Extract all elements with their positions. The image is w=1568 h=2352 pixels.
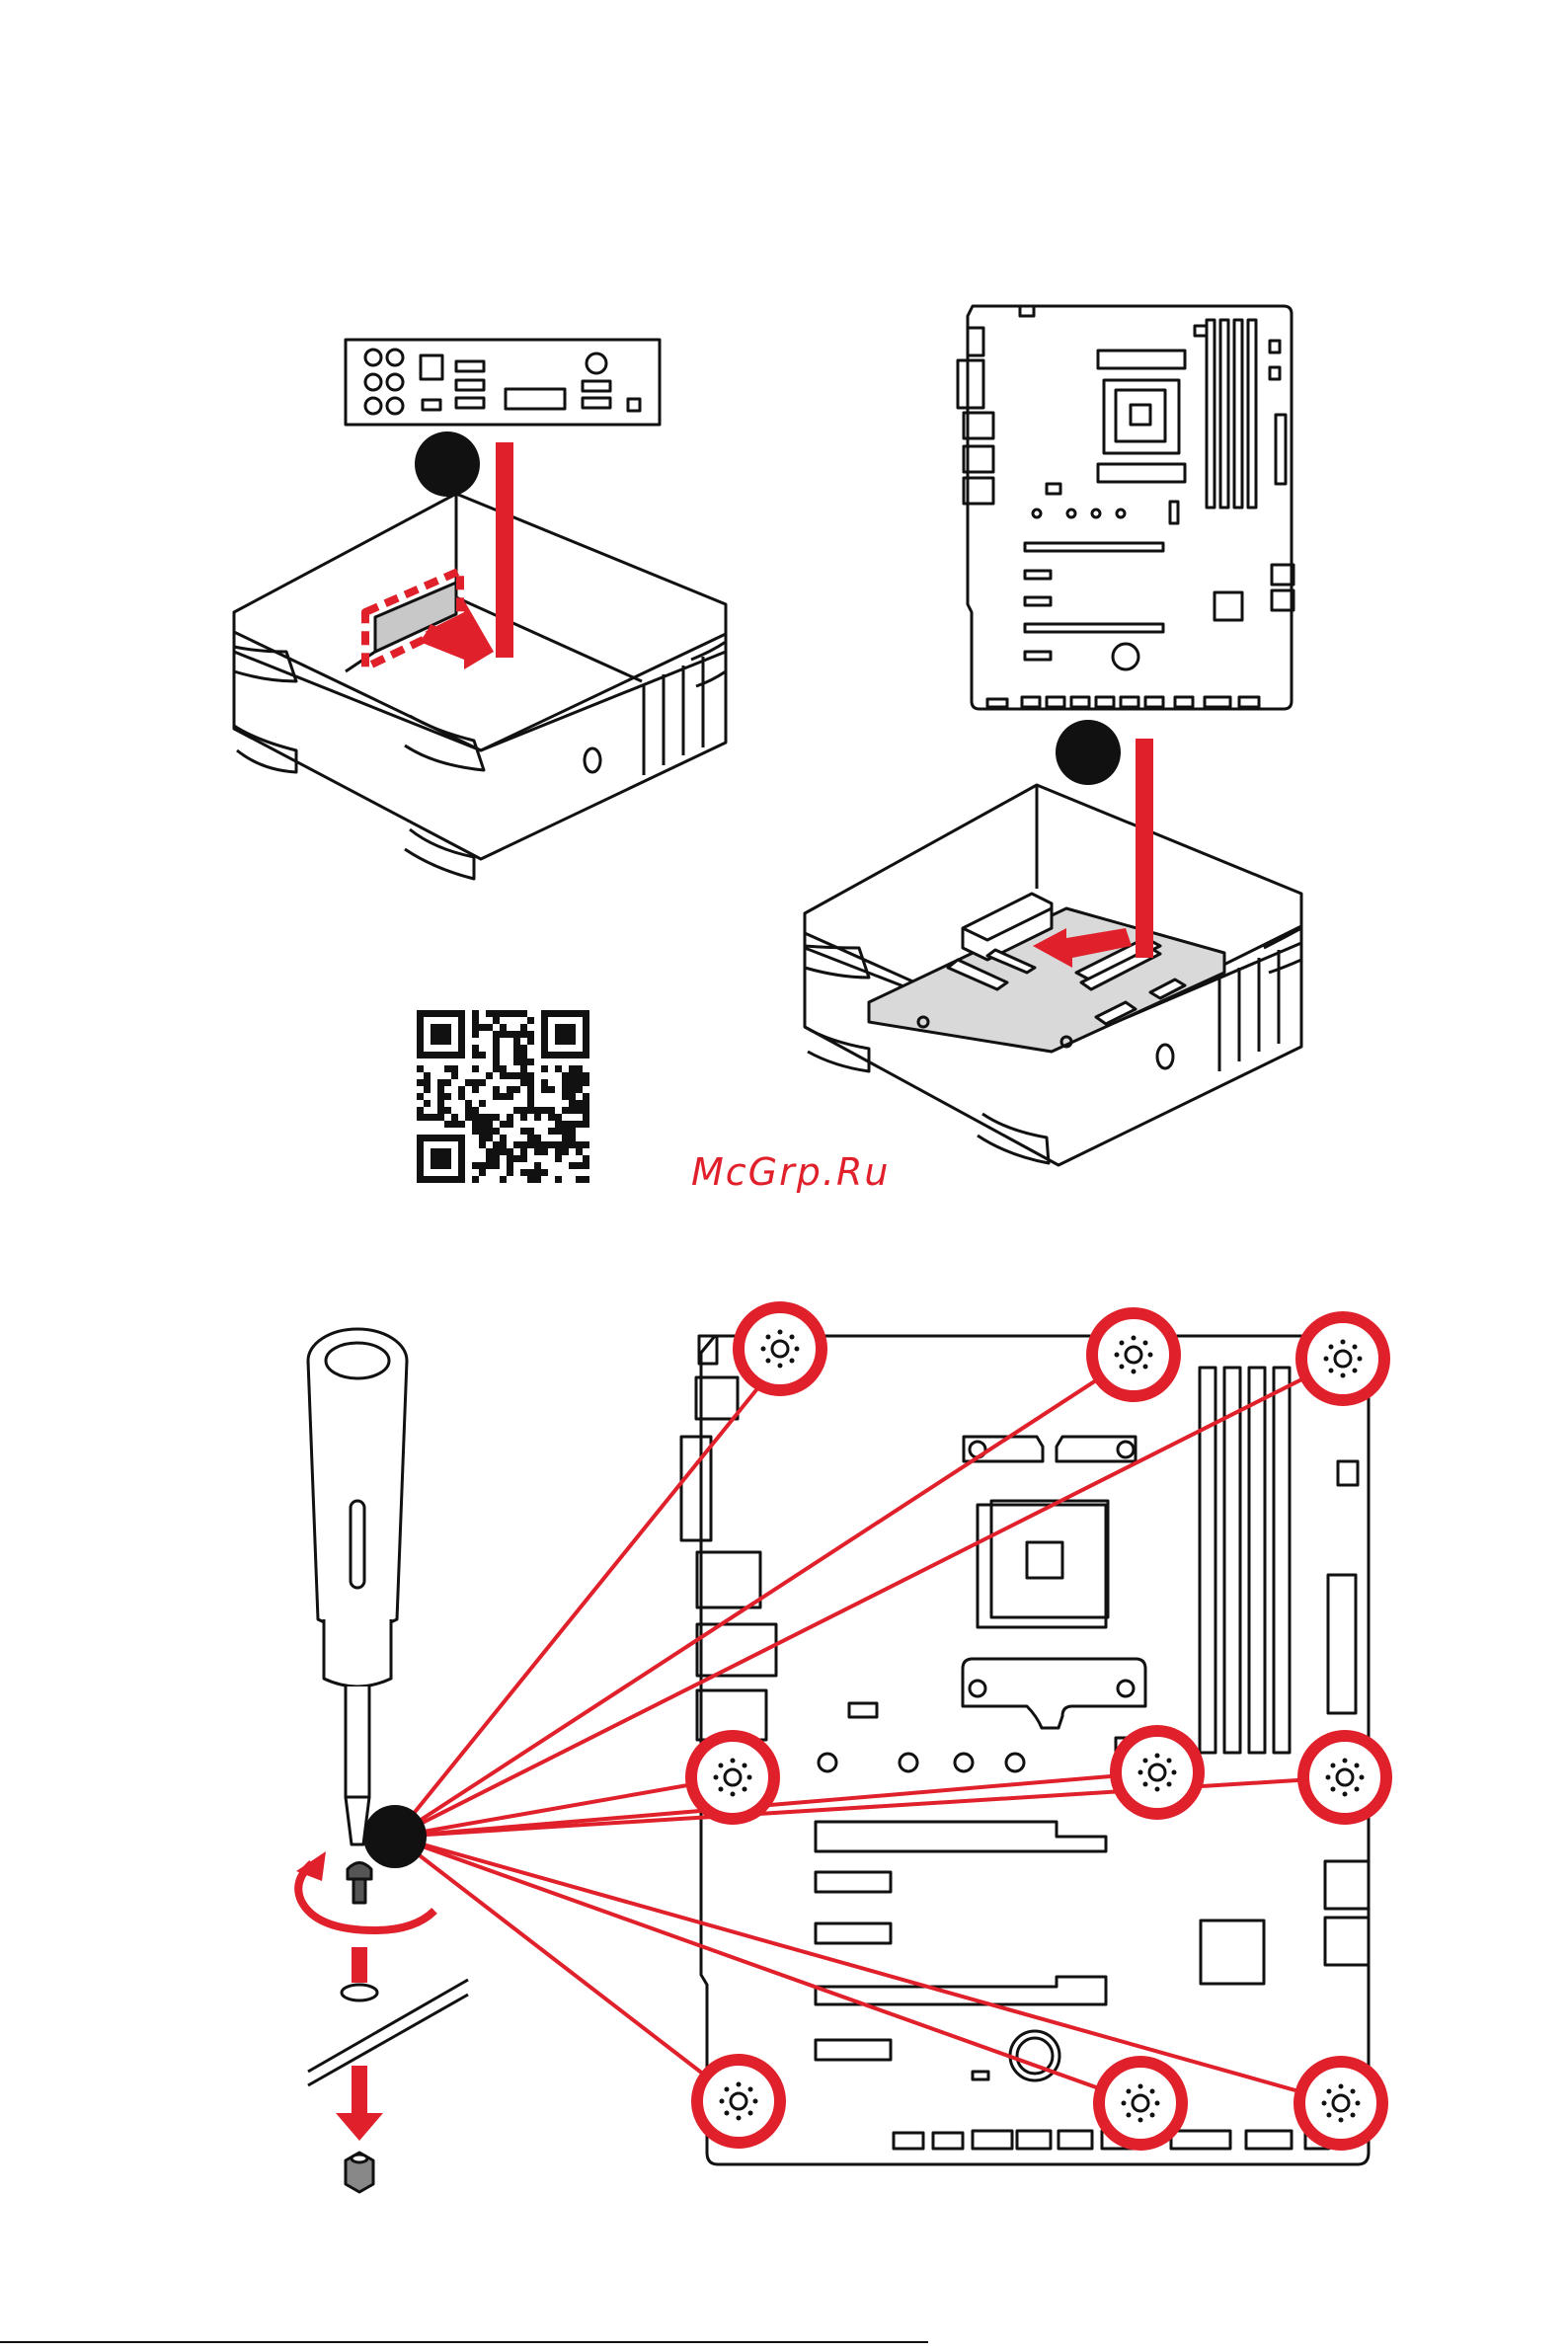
step-badge — [363, 1805, 427, 1868]
screw-hole-marker-icon — [1299, 2062, 1382, 2145]
screwdriver-icon — [308, 1329, 407, 1844]
motherboard-top-icon — [958, 306, 1294, 709]
pc-case-icon — [805, 785, 1301, 1165]
screw-hole-marker-icon — [697, 2060, 780, 2143]
screw-icon — [348, 1863, 371, 1904]
step-screws-arrows — [336, 1947, 383, 2141]
step-screws-illustration — [308, 1329, 468, 2192]
screw-hole-marker-icon — [1303, 1736, 1386, 1819]
screw-hole-marker-icon — [739, 1307, 822, 1390]
standoff-icon — [346, 2153, 373, 2192]
screw-hole-marker-icon — [1116, 1731, 1199, 1814]
screw-hole-marker-icon — [1099, 2062, 1182, 2145]
qr-code-icon — [417, 1010, 589, 1183]
step-motherboard-illustration — [805, 306, 1301, 1165]
io-shield-icon — [346, 340, 660, 425]
step-badge — [1056, 720, 1121, 785]
screw-hole-marker-icon — [691, 1736, 774, 1819]
watermark-text: McGrp.Ru — [691, 1150, 890, 1194]
screw-hole-marker-icon — [1092, 1313, 1175, 1396]
step-io-shield-illustration — [234, 340, 726, 879]
step-badge — [415, 431, 480, 497]
motherboard-top-icon — [681, 1336, 1369, 2164]
screw-hole-marker-icon — [1301, 1317, 1384, 1400]
pc-case-icon — [234, 494, 726, 879]
